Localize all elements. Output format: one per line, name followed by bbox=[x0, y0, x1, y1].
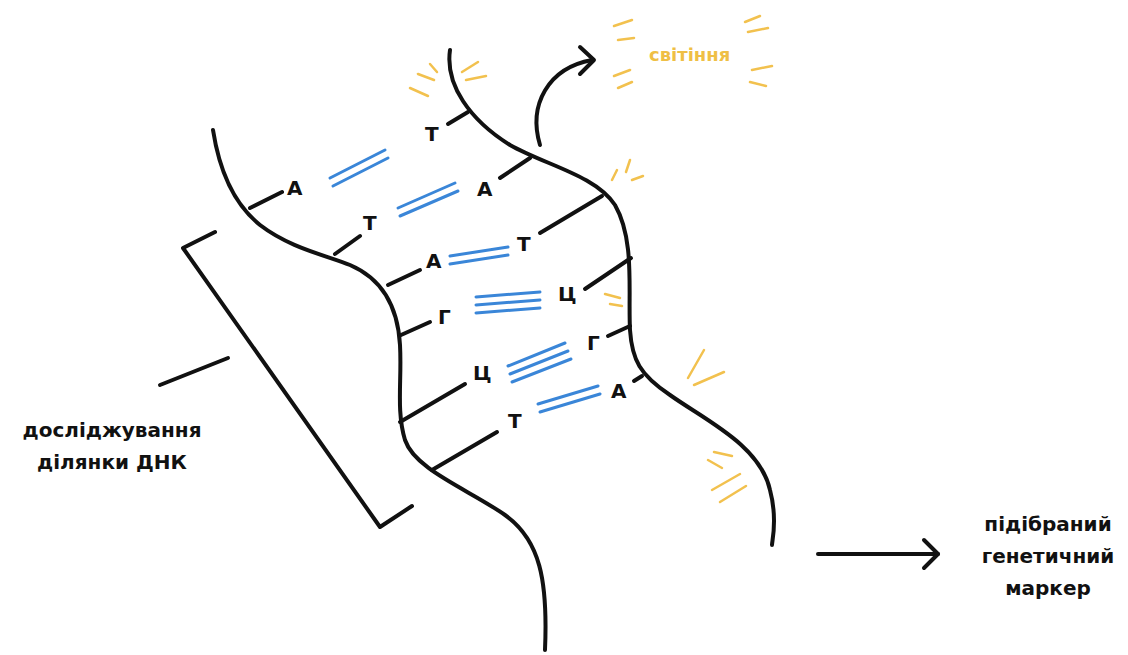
glow-label: світіння bbox=[649, 44, 730, 66]
base-letter: Г bbox=[438, 305, 451, 329]
base-letter: Т bbox=[517, 232, 531, 256]
base-letter: Т bbox=[508, 409, 522, 433]
base-letter: А bbox=[611, 379, 626, 403]
right-strand bbox=[449, 50, 774, 545]
base-letter: Т bbox=[425, 122, 439, 146]
base-letter: Ц bbox=[558, 282, 577, 306]
base-letter: Г bbox=[587, 331, 600, 355]
base-letter: А bbox=[477, 177, 492, 201]
base-letter: А bbox=[287, 176, 302, 200]
hydrogen-bonds bbox=[330, 150, 600, 412]
left-strand bbox=[213, 130, 546, 650]
glow-marks bbox=[410, 16, 772, 502]
base-letter: А bbox=[426, 249, 441, 273]
marker-label: підібраний генетичний маркер bbox=[973, 508, 1123, 604]
base-letter: Ц bbox=[473, 361, 492, 385]
region-label: досліджування ділянки ДНК bbox=[7, 414, 217, 478]
base-letter: Т bbox=[363, 211, 377, 235]
